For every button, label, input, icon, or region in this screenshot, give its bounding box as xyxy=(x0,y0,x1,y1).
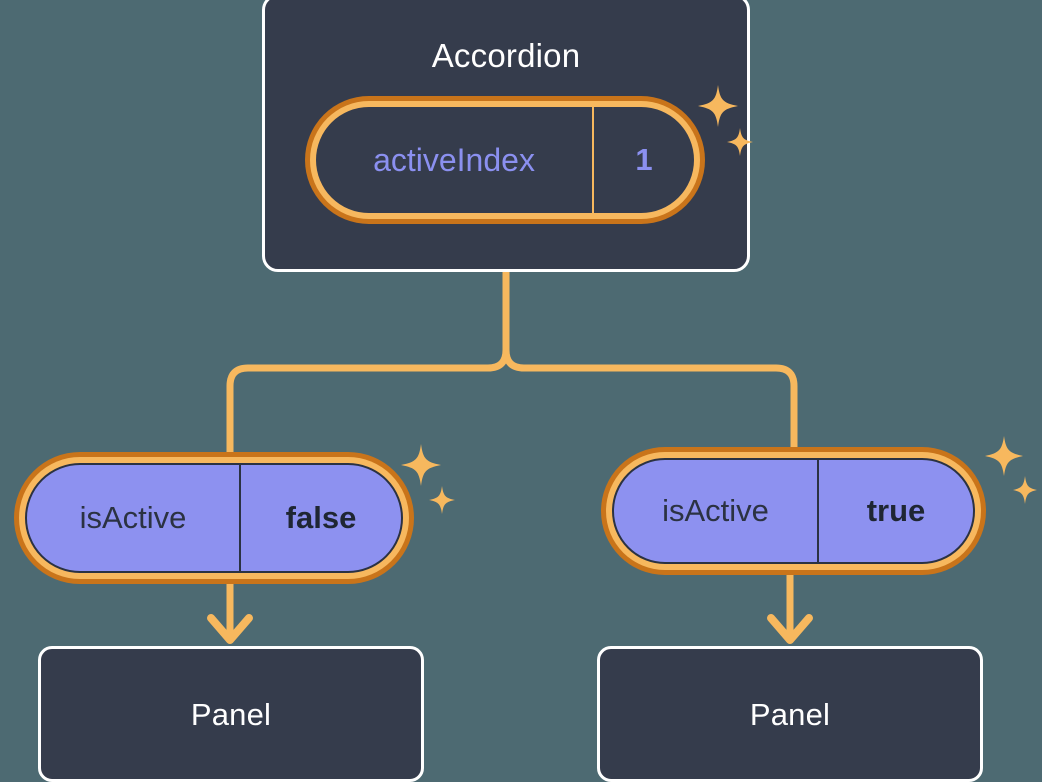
isactive-false-key: isActive xyxy=(27,465,241,571)
pill-content: activeIndex 1 xyxy=(316,107,694,213)
panel-right-title: Panel xyxy=(749,696,831,732)
activeindex-state-pill[interactable]: activeIndex 1 xyxy=(305,96,705,224)
isactive-false-pill[interactable]: isActive false xyxy=(14,452,414,584)
pill-content: isActive false xyxy=(25,463,403,573)
pill-content: isActive true xyxy=(612,458,975,564)
panel-node-right[interactable]: Panel xyxy=(597,646,983,782)
pill-ring-inner: isActive true xyxy=(606,452,981,570)
sparkle-icon xyxy=(980,434,1038,508)
activeindex-value: 1 xyxy=(635,142,653,177)
isactive-true-key: isActive xyxy=(614,460,819,562)
connector-fork-right xyxy=(502,346,798,454)
pill-ring-inner: activeIndex 1 xyxy=(310,101,700,219)
connector-fork-left xyxy=(226,346,510,456)
isactive-false-value: false xyxy=(285,500,357,535)
panel-node-left[interactable]: Panel xyxy=(38,646,424,782)
activeindex-key: activeIndex xyxy=(316,107,594,213)
isactive-true-pill[interactable]: isActive true xyxy=(601,447,986,575)
isactive-true-value: true xyxy=(866,493,926,528)
pill-ring-inner: isActive false xyxy=(19,457,409,579)
panel-left-title: Panel xyxy=(190,696,272,732)
arrowhead-left xyxy=(207,614,253,644)
arrowhead-right xyxy=(767,614,813,644)
accordion-title: Accordion xyxy=(431,37,581,74)
